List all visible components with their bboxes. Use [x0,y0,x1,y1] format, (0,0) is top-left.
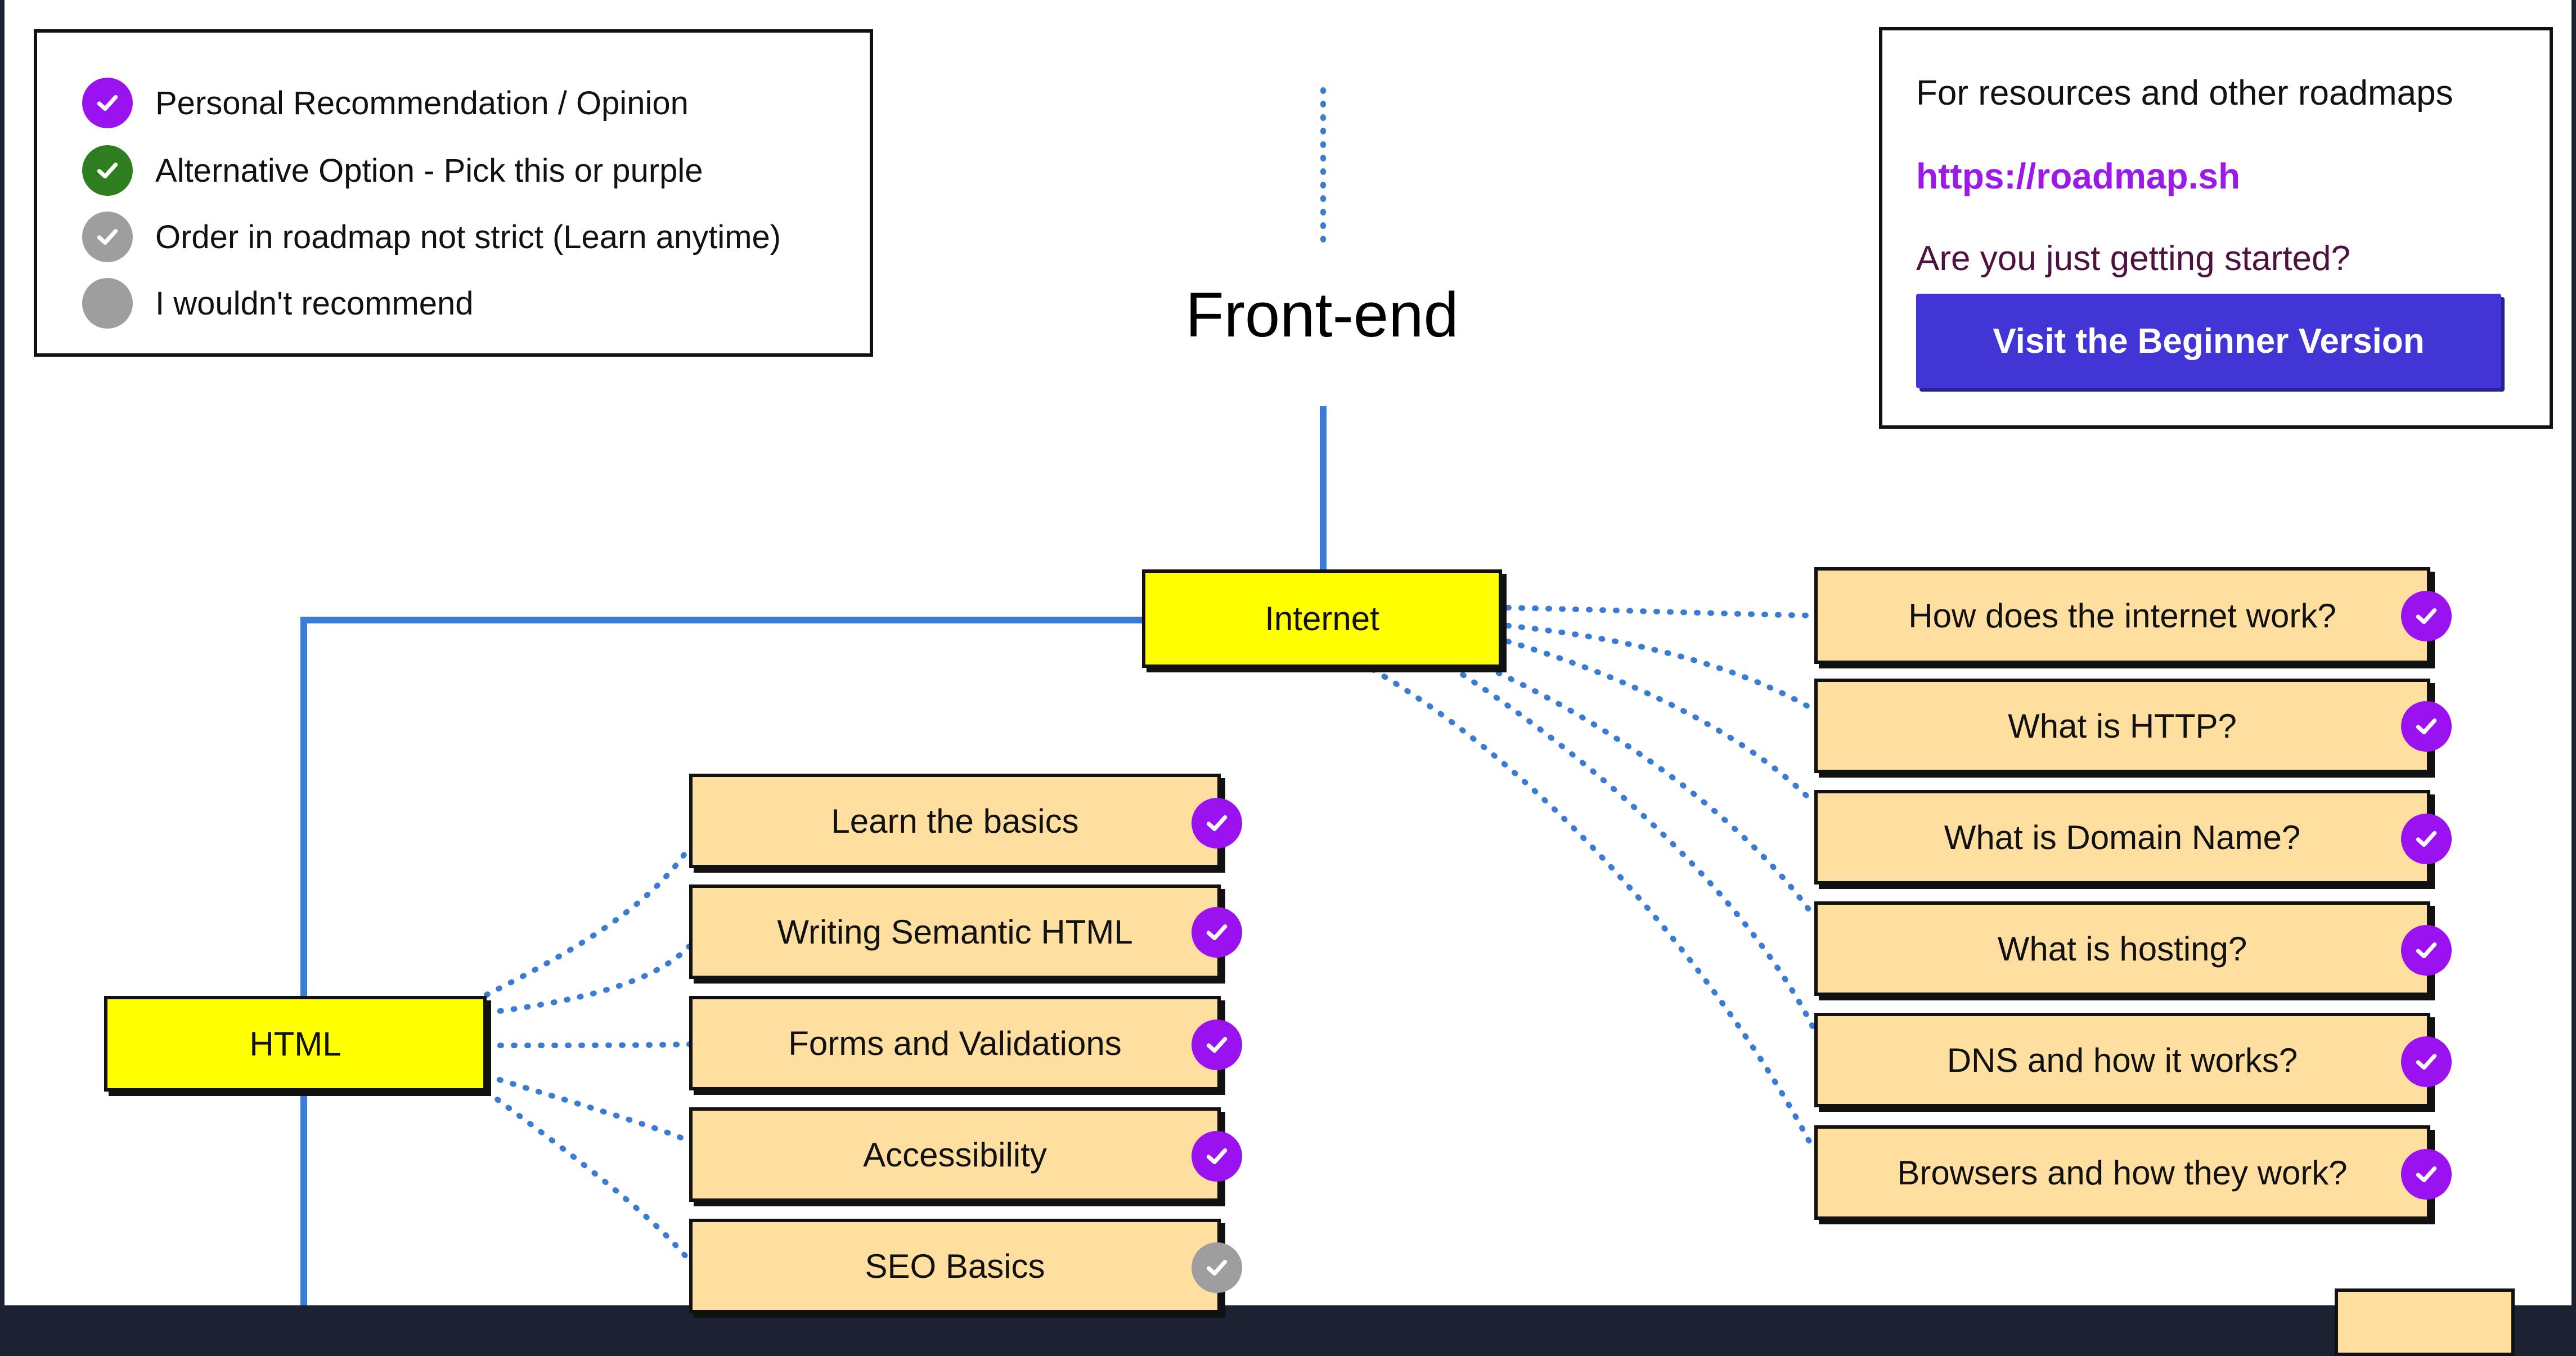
connector-lines [300,87,1817,1305]
check-icon [1192,1242,1242,1293]
html-branch-4 [484,1073,692,1144]
resources-panel: For resources and other roadmaps https:/… [1879,27,2553,429]
page-title: Front-end [1185,280,1459,350]
legend-item-recommended: Personal Recommendation / Opinion [82,78,689,128]
check-icon [82,78,133,128]
html-branch-2 [484,944,692,1016]
topic-http[interactable]: What is HTTP? [1814,679,2430,773]
check-icon [1192,907,1242,958]
topic-accessibility[interactable]: Accessibility [689,1107,1221,1202]
check-icon [1192,798,1242,848]
check-icon [2401,591,2452,641]
check-icon [2401,814,2452,864]
check-icon [2401,701,2452,752]
legend-label: Alternative Option - Pick this or purple [155,152,703,189]
legend-item-alternative: Alternative Option - Pick this or purple [82,145,703,196]
topic-dns[interactable]: DNS and how it works? [1814,1013,2430,1107]
legend-label: Order in roadmap not strict (Learn anyti… [155,218,781,255]
html-node[interactable]: HTML [104,996,487,1092]
beginner-version-button[interactable]: Visit the Beginner Version [1916,294,2501,388]
topic-browsers[interactable]: Browsers and how they work? [1814,1125,2430,1220]
topic-forms-validations[interactable]: Forms and Validations [689,996,1221,1090]
check-icon [82,212,133,262]
internet-branch-2 [1505,623,1817,713]
check-icon [82,145,133,196]
check-icon [2401,1149,2452,1200]
html-branch-1 [484,845,692,998]
internet-branch-4 [1471,659,1817,920]
topic-domain-name[interactable]: What is Domain Name? [1814,790,2430,884]
topic-learn-basics[interactable]: Learn the basics [689,774,1221,868]
grey-circle-icon [82,278,133,329]
internet-branch-1 [1505,605,1817,618]
legend-panel: Personal Recommendation / Opinion Altern… [34,29,873,357]
internet-branch-3 [1505,639,1817,806]
check-icon [2401,925,2452,976]
html-branch-3 [484,1041,692,1048]
topic-semantic-html[interactable]: Writing Semantic HTML [689,884,1221,979]
partial-node [2335,1288,2515,1356]
topic-seo-basics[interactable]: SEO Basics [689,1219,1221,1313]
legend-label: Personal Recommendation / Opinion [155,84,689,122]
internet-node[interactable]: Internet [1142,569,1502,668]
html-branch-5 [484,1089,692,1263]
check-icon [2401,1036,2452,1087]
check-icon [1192,1131,1242,1182]
topic-hosting[interactable]: What is hosting? [1814,901,2430,996]
getting-started-question: Are you just getting started? [1916,239,2351,278]
check-icon [1192,1020,1242,1070]
internet-html-connector [300,617,1142,996]
internet-branch-5 [1449,664,1817,1032]
roadmap-link[interactable]: https://roadmap.sh [1916,156,2241,196]
legend-item-not-recommended: I wouldn't recommend [82,278,474,329]
resources-title: For resources and other roadmaps [1916,74,2453,113]
legend-item-anytime: Order in roadmap not strict (Learn anyti… [82,212,781,262]
internet-branch-6 [1370,667,1817,1154]
topic-internet-work[interactable]: How does the internet work? [1814,567,2430,664]
roadmap-canvas: Personal Recommendation / Opinion Altern… [5,0,2571,1356]
legend-label: I wouldn't recommend [155,285,474,322]
